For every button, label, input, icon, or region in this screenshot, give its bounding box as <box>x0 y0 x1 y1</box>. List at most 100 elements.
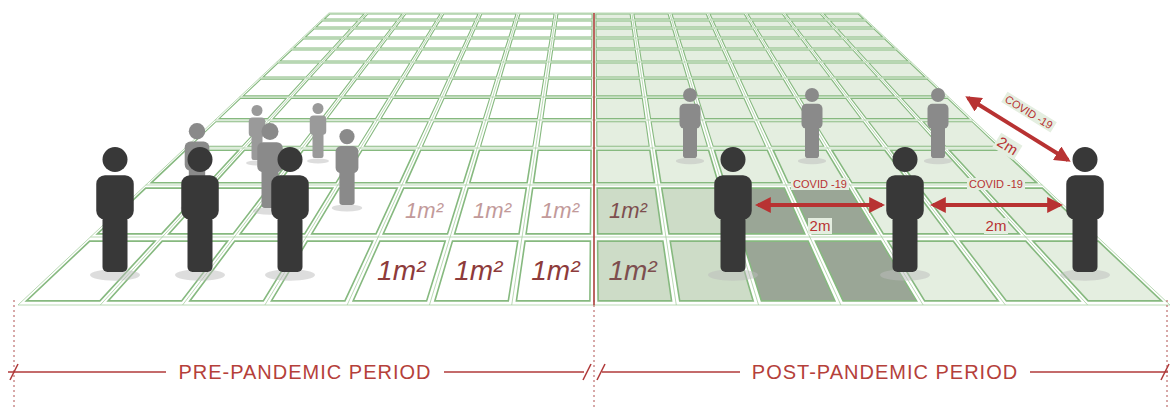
floor-tile <box>406 63 455 77</box>
floor-tile <box>847 39 894 48</box>
floor-tile <box>363 14 402 19</box>
floor-tile <box>423 39 466 48</box>
floor-tile <box>749 98 807 118</box>
floor-tile <box>467 39 509 48</box>
floor-tile <box>635 21 672 27</box>
floor-tile <box>733 63 782 77</box>
person-figure <box>676 88 704 164</box>
floor-tile <box>481 122 537 147</box>
area-label: 1m² <box>454 256 502 287</box>
floor-tile <box>441 14 478 19</box>
floor-tile <box>454 63 501 77</box>
grid-line <box>859 13 1170 305</box>
floor-tile <box>713 21 752 27</box>
floor-tile <box>740 79 793 96</box>
floor-tile <box>677 29 717 37</box>
floor-tile <box>597 122 650 147</box>
grid-line <box>783 13 1005 305</box>
floor-tile <box>416 50 462 61</box>
floor-tile <box>680 39 722 48</box>
floor-tile <box>534 150 592 183</box>
floor-tile <box>423 122 483 147</box>
grid-line <box>100 13 366 305</box>
period-label: PRE-PANDEMIC PERIOD <box>166 361 443 383</box>
person-figure <box>307 103 329 163</box>
period-divider <box>593 13 595 305</box>
floor-tile <box>476 21 514 27</box>
floor-tile <box>516 21 553 27</box>
floor-tile <box>597 188 662 234</box>
floor-tile <box>518 14 554 19</box>
floor-tile <box>383 188 462 234</box>
floor-tile <box>243 79 304 96</box>
floor-tile <box>316 21 358 27</box>
floor-tile <box>395 79 448 96</box>
floor-tile <box>406 150 474 183</box>
grid-line <box>708 13 841 305</box>
grid-line <box>183 13 405 305</box>
floor-tile <box>805 39 851 48</box>
floor-tile <box>698 98 753 118</box>
floor-grid <box>18 13 1170 305</box>
floor-tile <box>356 21 397 27</box>
virus-label: COVID -19 <box>1001 92 1056 133</box>
area-label: 1m² <box>473 199 511 223</box>
floor-tile <box>461 50 505 61</box>
floor-tile <box>640 50 682 61</box>
floor-tile <box>305 29 350 37</box>
floor-tile <box>597 150 655 183</box>
floor-tile <box>798 29 842 37</box>
floor-tile <box>692 79 743 96</box>
distance-label: 2m <box>984 218 1009 235</box>
floor-tile <box>543 98 592 118</box>
floor-tile <box>596 63 639 77</box>
floor-tile <box>824 14 864 19</box>
floor-tile <box>353 241 445 301</box>
floor-tile <box>831 21 873 27</box>
floor-tile <box>430 29 471 37</box>
floor-tile <box>455 188 527 234</box>
area-label: 1m² <box>609 199 647 223</box>
person-figure <box>332 129 362 211</box>
floor-tile <box>553 39 592 48</box>
floor-tile <box>539 122 592 147</box>
floor-tile <box>752 21 792 27</box>
floor-tile <box>596 39 635 48</box>
floor-tile <box>596 21 632 27</box>
area-label: 1m² <box>405 199 443 223</box>
floor-tile <box>687 63 734 77</box>
person-figure <box>708 147 758 281</box>
floor-tile <box>717 29 758 37</box>
floor-tile <box>763 39 807 48</box>
floor-tile <box>748 14 786 19</box>
floor-tile <box>472 29 512 37</box>
floor-tile <box>814 50 863 61</box>
area-label: 1m² <box>377 256 425 287</box>
period-label: POST-PANDEMIC PERIOD <box>740 361 1030 383</box>
area-label: 1m² <box>608 256 656 287</box>
floor-tile <box>381 98 439 118</box>
virus-label: COVID -19 <box>967 178 1025 190</box>
floor-tile <box>757 29 799 37</box>
floor-tile <box>642 63 687 77</box>
grid-line <box>745 13 923 305</box>
floor-tile <box>506 50 548 61</box>
person-figure <box>1060 147 1110 281</box>
floor-tile <box>496 79 544 96</box>
floor-tile <box>674 21 712 27</box>
floor-tile <box>380 39 424 48</box>
floor-tile <box>672 14 708 19</box>
floor-tile <box>706 122 766 147</box>
grid-line <box>429 13 518 305</box>
floor-tile <box>557 14 592 19</box>
floor-tile <box>470 150 533 183</box>
grid-line <box>670 13 759 305</box>
floor-tile <box>489 98 541 118</box>
floor-tile <box>596 29 633 37</box>
floor-tile <box>555 29 592 37</box>
area-label: 1m² <box>541 199 579 223</box>
person-figure <box>798 88 826 164</box>
area-label: 1m² <box>531 256 579 287</box>
floor-tile <box>324 14 364 19</box>
